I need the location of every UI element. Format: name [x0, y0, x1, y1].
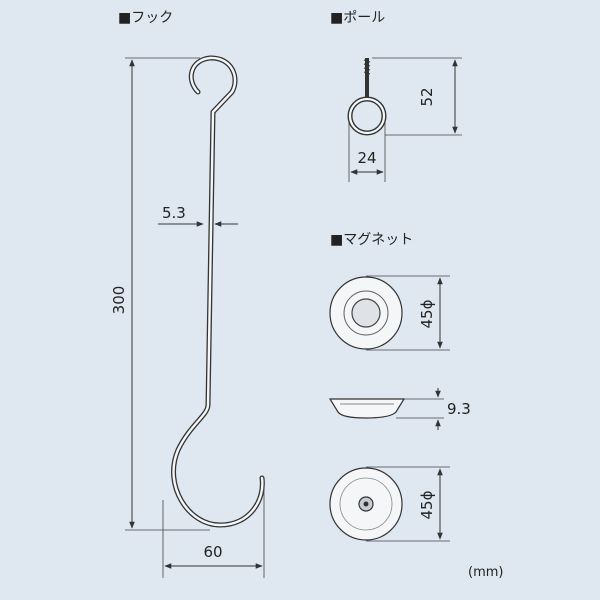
- pole-drawing: [347, 58, 387, 136]
- pole-width-dimension: 24: [348, 120, 386, 182]
- hook-height-dimension: 300: [110, 57, 210, 531]
- unit-label: (mm): [468, 565, 503, 580]
- magnet-bottom-diameter-dimension: 45ϕ: [366, 466, 450, 542]
- s-hook-drawing: [171, 55, 265, 528]
- hook-section-title: ■フック: [118, 10, 173, 26]
- magnet-bottom-diameter-label: 45ϕ: [418, 490, 436, 519]
- magnet-top-view: [329, 276, 403, 350]
- hook-height-label: 300: [110, 286, 128, 315]
- hook-width-dimension: 60: [162, 480, 265, 578]
- magnet-top-diameter-label: 45ϕ: [418, 299, 436, 328]
- magnet-thickness-label: 9.3: [447, 400, 471, 418]
- hook-wire-label: 5.3: [162, 204, 186, 222]
- magnet-bottom-view: [329, 467, 403, 541]
- hook-width-label: 60: [203, 543, 222, 561]
- pole-height-dimension: 52: [372, 57, 462, 136]
- pole-height-label: 52: [418, 87, 436, 106]
- hook-wire-dimension: 5.3: [158, 204, 238, 227]
- magnet-top-diameter-dimension: 45ϕ: [366, 275, 450, 351]
- magnet-thickness-dimension: 9.3: [396, 388, 471, 430]
- pole-section-title: ■ポール: [330, 10, 385, 26]
- pole-width-label: 24: [357, 149, 376, 167]
- magnet-section-title: ■マグネット: [330, 232, 413, 248]
- magnet-side-view: [328, 398, 406, 419]
